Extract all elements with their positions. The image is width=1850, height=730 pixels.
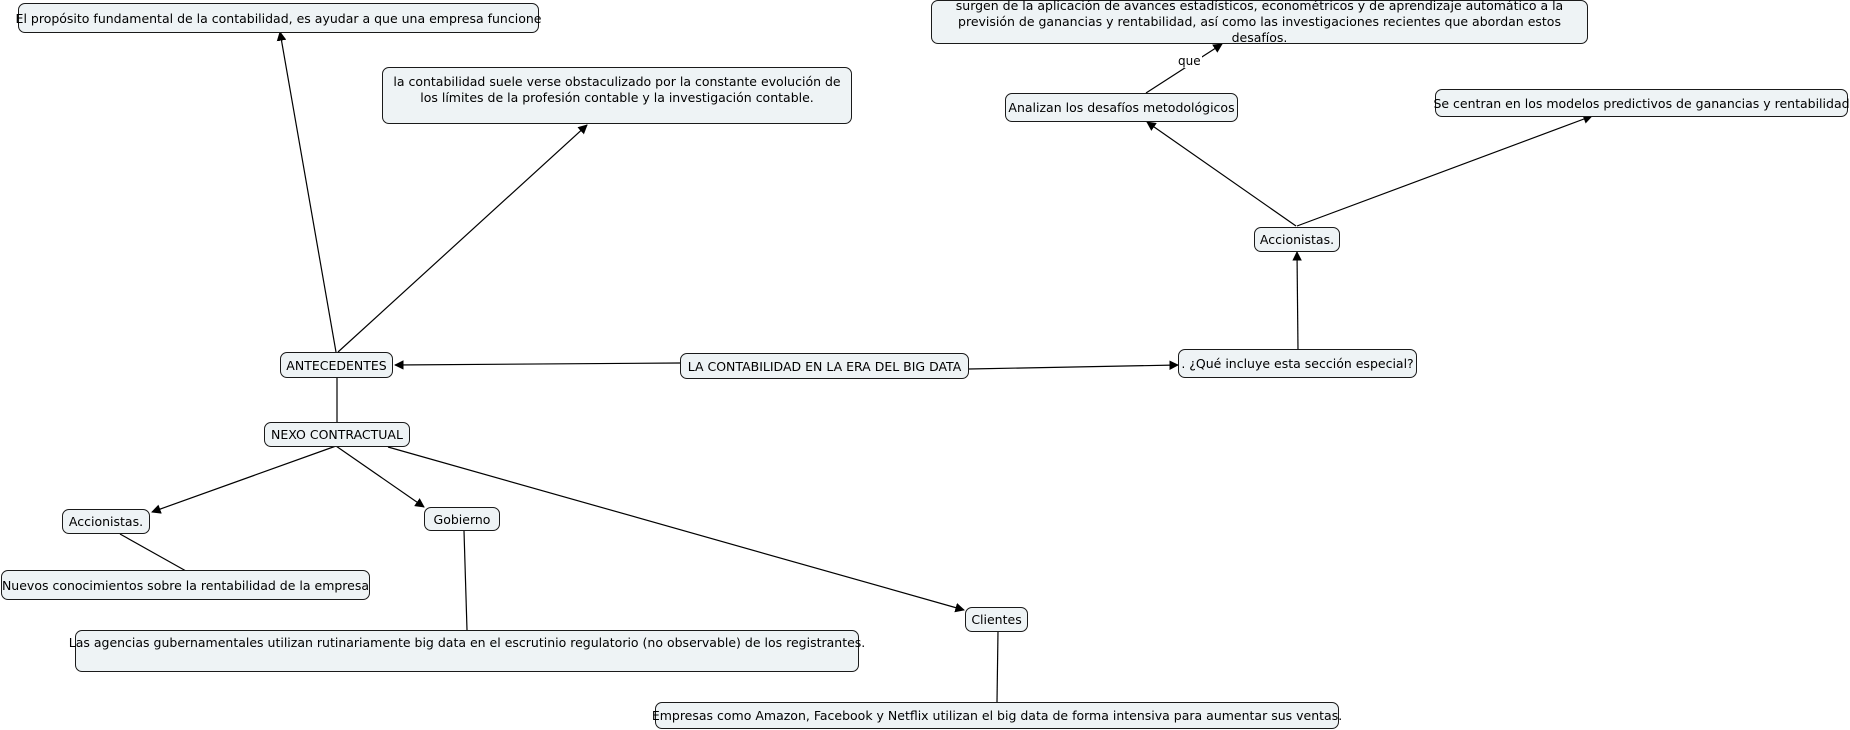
node-desafios[interactable]: Analizan los desafíos metodológicos <box>1005 93 1238 122</box>
node-proposito[interactable]: El propósito fundamental de la contabili… <box>16 3 541 33</box>
node-center-topic[interactable]: LA CONTABILIDAD EN LA ERA DEL BIG DATA <box>680 353 969 379</box>
node-empresas[interactable]: Empresas como Amazon, Facebook y Netflix… <box>652 702 1342 729</box>
node-gobierno[interactable]: Gobierno <box>424 507 500 531</box>
node-accionistas-right[interactable]: Accionistas. <box>1254 227 1340 252</box>
node-surgen[interactable]: surgen de la aplicación de avances estad… <box>931 0 1588 45</box>
link-accionistas-conocimientos <box>119 533 187 572</box>
node-nuevos-conocimientos[interactable]: Nuevos conocimientos sobre la rentabilid… <box>1 570 370 600</box>
link-clientes-empresas <box>996 630 999 703</box>
link-nexo-clientes <box>387 446 965 613</box>
link-label-que: que <box>1177 54 1202 68</box>
node-clientes[interactable]: Clientes <box>965 607 1028 632</box>
link-gobierno-agencias <box>463 530 468 631</box>
link-seccion-accionistas <box>1292 251 1302 351</box>
node-nexo-contractual[interactable]: NEXO CONTRACTUAL <box>264 422 410 447</box>
link-nexo-accionistas <box>151 445 337 514</box>
node-obstaculizado[interactable]: la contabilidad suele verse obstaculizad… <box>382 67 852 124</box>
link-antecedentes-obstaculizado <box>337 124 588 353</box>
link-accionistas-modelos <box>1296 114 1593 227</box>
link-antecedentes-proposito <box>276 31 337 353</box>
link-center-antecedentes <box>394 360 681 370</box>
node-seccion-especial[interactable]: . ¿Qué incluye esta sección especial? <box>1178 349 1417 378</box>
link-accionistas-desafios <box>1146 121 1297 227</box>
node-accionistas-left[interactable]: Accionistas. <box>62 509 150 534</box>
node-agencias[interactable]: Las agencias gubernamentales utilizan ru… <box>69 630 865 672</box>
node-modelos[interactable]: Se centran en los modelos predictivos de… <box>1433 89 1850 117</box>
node-antecedentes[interactable]: ANTECEDENTES <box>280 352 393 378</box>
link-desafios-surgen <box>1145 43 1223 94</box>
link-nexo-gobierno <box>335 445 425 508</box>
link-center-seccion <box>968 360 1179 370</box>
